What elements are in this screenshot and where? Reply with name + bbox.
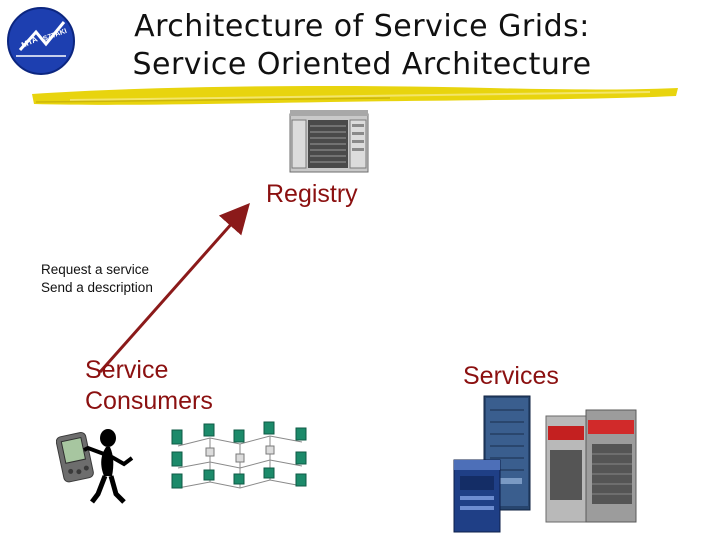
send-description-line: Send a description: [41, 280, 153, 295]
pda-icon: [56, 432, 94, 483]
network-diagram-image: [171, 421, 307, 489]
request-description-text: Request a service Send a description: [41, 261, 155, 297]
services-label: Services: [463, 362, 559, 390]
services-servers-image: [453, 395, 637, 533]
slide-title: Architecture of Service Grids: Service O…: [92, 8, 632, 84]
request-line: Request a service: [41, 262, 150, 277]
registry-label: Registry: [266, 180, 358, 208]
request-arrow: [98, 203, 250, 373]
consumers-line-2: Consumers: [85, 387, 213, 415]
consumers-line-1: Service: [85, 356, 169, 384]
title-underline: [32, 86, 678, 105]
service-consumers-label: Service Consumers: [85, 355, 213, 417]
registry-server-image: [289, 110, 369, 173]
title-line-1: Architecture of Service Grids:: [134, 9, 590, 44]
stick-figure-icon: [83, 429, 134, 504]
title-line-2: Service Oriented Architecture: [132, 47, 592, 82]
sztaki-logo: MTA SZTAKI: [6, 6, 76, 76]
